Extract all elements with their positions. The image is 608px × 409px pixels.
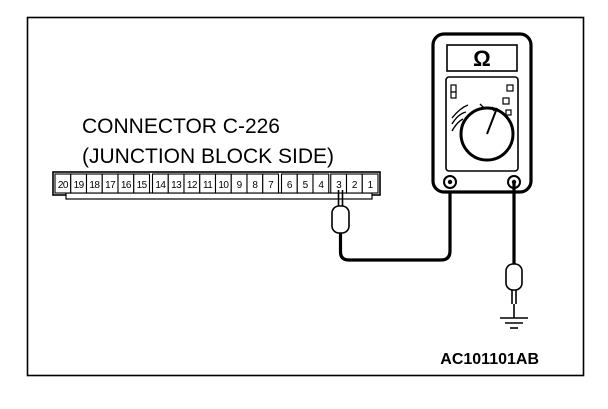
- connector-pin-label: 17: [105, 180, 116, 191]
- connector-pin-label: 14: [155, 180, 166, 191]
- connector-pin-label: 8: [252, 180, 258, 191]
- meter-display: [446, 44, 518, 72]
- probe-handle: [331, 205, 350, 234]
- ohm-symbol: Ω: [473, 46, 491, 71]
- connector-pin-label: 13: [171, 180, 182, 191]
- connector-pin-label: 1: [368, 180, 374, 191]
- connector-pin-label: 19: [74, 180, 85, 191]
- connector-pin-label: 9: [237, 180, 243, 191]
- connector-pin-label: 16: [121, 180, 132, 191]
- connector-pin-label: 15: [137, 180, 148, 191]
- connector-pin-cell: [312, 173, 330, 194]
- ohmmeter: Ω: [431, 32, 533, 194]
- connector-pin-cell: [262, 173, 280, 194]
- connector-pin-label: 2: [352, 180, 358, 191]
- test-lead-connector: [338, 182, 452, 262]
- connector-pin-label: 4: [318, 180, 324, 191]
- meter-jack-com-core: [447, 179, 453, 185]
- range-mark-square-mid: [502, 97, 510, 105]
- ground-symbol-icon: [500, 317, 528, 329]
- ground-probe-handle: [505, 263, 523, 291]
- range-mark-b: [450, 84, 457, 93]
- figure-code: AC101101AB: [440, 351, 539, 368]
- connector-subtitle: (JUNCTION BLOCK SIDE): [82, 145, 334, 168]
- connector-pin-label: 11: [203, 180, 213, 191]
- range-ticks: [451, 103, 495, 132]
- connector-pin-label: 7: [268, 180, 274, 191]
- range-pointer: [486, 107, 498, 135]
- figure-frame: [26, 16, 585, 377]
- connector-latch: [65, 192, 373, 200]
- range-mark-square-top: [506, 84, 514, 92]
- ground-probe: [505, 263, 523, 318]
- connector-pin-label: 12: [187, 180, 198, 191]
- connector-pin-cell: [133, 173, 151, 194]
- connector-pin-cell: [361, 173, 379, 194]
- range-mark-b-lower: [450, 91, 457, 99]
- connector-pin-label: 10: [218, 180, 229, 191]
- connector-pin-label: 6: [287, 180, 293, 191]
- connector-probe: [331, 190, 350, 234]
- connector-pin-label: 20: [58, 180, 69, 191]
- range-mark-square-right: [505, 109, 512, 116]
- connector-pin-label: 3: [336, 180, 342, 191]
- connector-pin-label: 18: [89, 180, 100, 191]
- connector-pin-label: 5: [303, 180, 309, 191]
- connector-title: CONNECTOR C-226: [82, 115, 280, 138]
